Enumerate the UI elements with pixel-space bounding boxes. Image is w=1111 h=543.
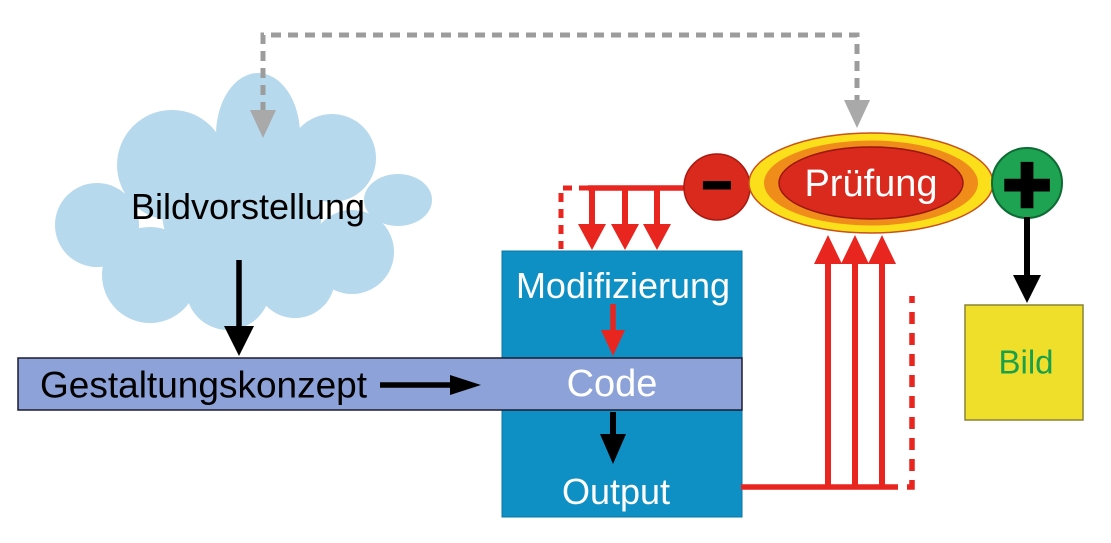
- red-arrowhead-up-icon: [868, 235, 896, 264]
- code-label: Code: [566, 363, 658, 405]
- arrow-code-to-output: [600, 412, 626, 464]
- arrowhead-right-icon: [450, 375, 481, 395]
- red-arrowhead-up-icon: [841, 235, 869, 264]
- arrowhead-down-icon: [1013, 275, 1041, 303]
- feedback-dashed-corner: [558, 185, 588, 249]
- arrowhead-down-icon: [600, 434, 626, 464]
- result-label: Bild: [998, 343, 1054, 381]
- feedback-dashed-corner: [886, 296, 915, 490]
- imagination-feedback-dashed-arrow: [250, 32, 870, 138]
- output-feedback-arrows: [741, 235, 915, 490]
- modification-label: Modifizierung: [515, 265, 731, 306]
- red-arrowhead-down-icon: [611, 224, 639, 250]
- plus-icon: +: [1001, 137, 1054, 231]
- check-ellipse-inner: [778, 146, 964, 220]
- cloud-lobe: [364, 174, 432, 226]
- check-ellipse: [748, 132, 994, 234]
- cloud-label: Bildvorstellung: [130, 186, 366, 227]
- arrow-concept-to-box: [380, 375, 481, 395]
- result-box: [964, 304, 1084, 421]
- gray-arrowhead-into-cloud-icon: [250, 110, 276, 138]
- cloud-shape: [55, 73, 432, 330]
- negative-feedback-arrows: [558, 185, 686, 250]
- output-label: Output: [561, 471, 671, 512]
- arrow-modification-to-code: [601, 304, 625, 356]
- arrowhead-down-icon: [224, 326, 254, 356]
- cloud-lobe: [310, 210, 394, 294]
- red-arrowhead-down-icon: [578, 224, 606, 250]
- cloud-lobe: [162, 130, 322, 290]
- gray-dashed-line: [260, 32, 860, 112]
- arrow-cloud-to-concept: [224, 260, 254, 356]
- red-arrowhead-down-icon: [643, 224, 671, 250]
- minus-icon: −: [701, 157, 733, 213]
- red-arrowhead-up-icon: [814, 235, 842, 264]
- red-arrowhead-down-icon: [601, 330, 625, 356]
- check-label: Prüfung: [804, 163, 938, 205]
- arrow-check-to-result: [1013, 217, 1041, 303]
- gray-arrowhead-into-check-icon: [844, 100, 870, 128]
- concept-bar-label: Gestaltungskonzept: [40, 364, 368, 406]
